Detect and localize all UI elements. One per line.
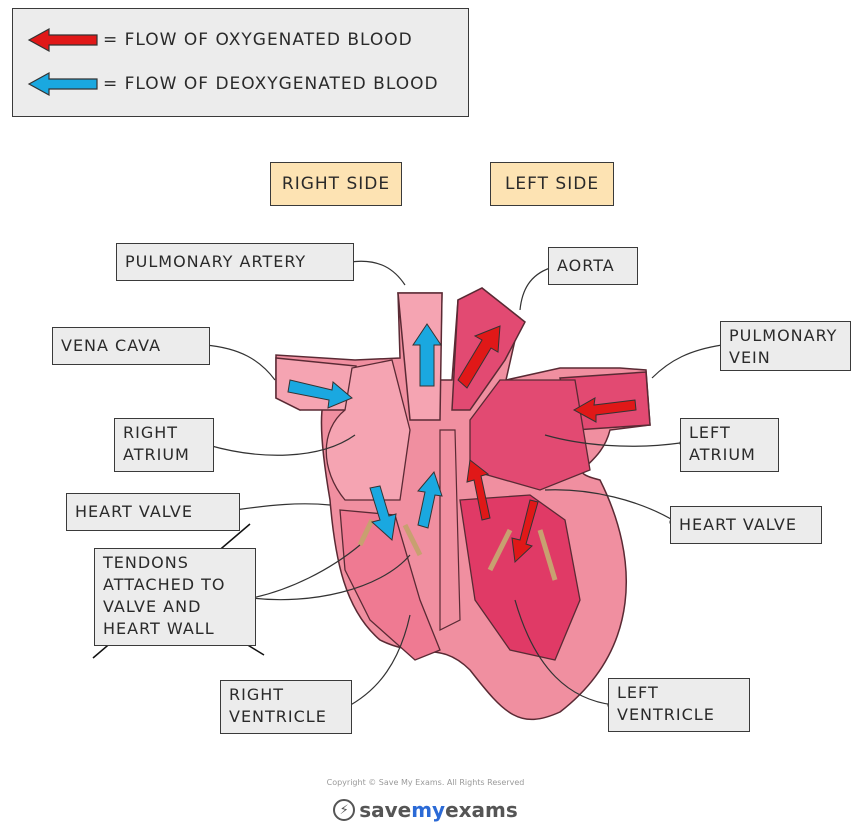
label-left-atrium: LEFT ATRIUM [680,418,779,472]
label-tendons: TENDONS ATTACHED TO VALVE AND HEART WALL [94,548,256,646]
save-my-exams-logo: ⚡ save my exams [0,798,851,822]
leader-pulmonary-vein [652,345,722,378]
leader-aorta [520,268,550,310]
label-pulmonary-vein: PULMONARY VEIN [720,321,851,371]
copyright-text: Copyright © Save My Exams. All Rights Re… [0,778,851,787]
label-heart-valve-left: HEART VALVE [670,506,822,544]
leader-pulmonary-artery [350,261,405,285]
leader-heart-valve-right [235,504,330,510]
label-heart-valve-right: HEART VALVE [66,493,240,531]
logo-save: save [359,798,411,822]
label-right-ventricle: RIGHT VENTRICLE [220,680,352,734]
leader-vena-cava [205,345,275,380]
label-aorta: AORTA [548,247,638,285]
logo-exams: exams [445,798,518,822]
label-vena-cava: VENA CAVA [52,327,210,365]
logo-my: my [411,798,445,822]
label-left-ventricle: LEFT VENTRICLE [608,678,750,732]
lightning-icon: ⚡ [333,799,355,821]
label-right-atrium: RIGHT ATRIUM [114,418,214,472]
label-pulmonary-artery: PULMONARY ARTERY [116,243,354,281]
